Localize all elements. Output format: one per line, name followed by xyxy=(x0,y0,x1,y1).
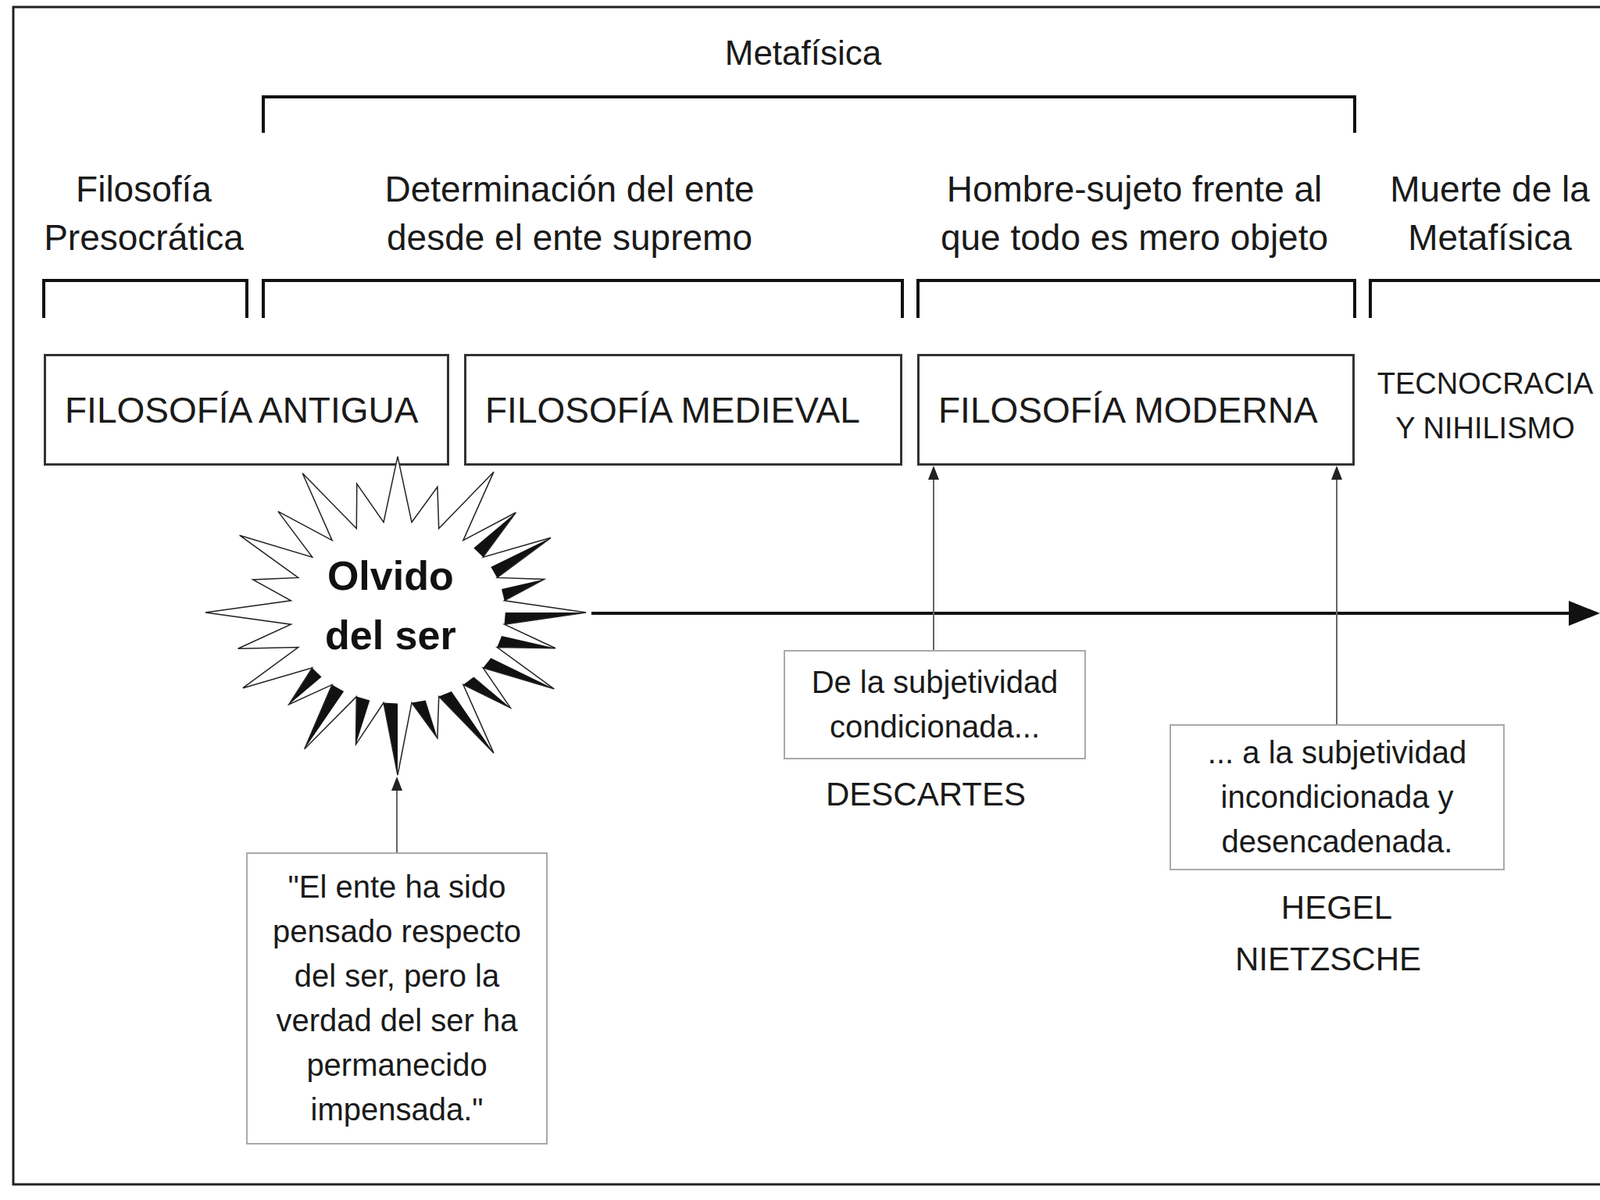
quote-box: "El ente ha sido pensado respecto del se… xyxy=(246,852,548,1145)
period-box: FILOSOFÍA MEDIEVAL xyxy=(464,353,903,466)
starburst-text: Olvido del ser xyxy=(300,546,481,665)
section-label: Metafísica xyxy=(646,32,960,74)
section-label: HEGEL xyxy=(1219,887,1454,929)
arrowhead xyxy=(1331,465,1343,480)
starburst-shade xyxy=(302,473,344,541)
starburst-fill xyxy=(205,456,586,775)
section-label: Hombre-sujeto frente al que todo es mero… xyxy=(923,164,1346,262)
timeline-arrowhead xyxy=(1568,600,1600,626)
starburst-shade xyxy=(356,696,371,745)
section-label: NIETZSCHE xyxy=(1210,939,1446,980)
section-label: TECNOCRACIA Y NIHILISMO xyxy=(1373,361,1597,451)
period-bracket xyxy=(43,280,247,318)
period-bracket xyxy=(917,280,1355,318)
starburst-shade xyxy=(238,635,299,649)
starburst-shade xyxy=(473,512,516,558)
connector-arrow xyxy=(391,776,403,853)
outer-frame xyxy=(13,7,1600,1185)
connector-line xyxy=(932,476,935,650)
node-text: FILOSOFÍA MEDIEVAL xyxy=(485,388,861,433)
period-bracket xyxy=(1370,280,1600,318)
section-label: Filosofía Presocrática xyxy=(34,164,254,262)
node-text: "El ente ha sido pensado respecto del se… xyxy=(266,864,529,1133)
connector-line xyxy=(396,787,398,853)
node-text: ... a la subjetividad incondicionada y d… xyxy=(1192,730,1483,865)
arrowhead xyxy=(928,465,940,480)
period-box: FILOSOFÍA ANTIGUA xyxy=(43,353,450,466)
timeline-arrow xyxy=(591,611,1572,615)
section-label: DESCARTES xyxy=(808,774,1043,815)
connector-arrow xyxy=(928,465,940,650)
starburst-shade xyxy=(356,483,370,529)
period-bracket xyxy=(263,280,903,318)
connector-line xyxy=(1335,476,1338,725)
note-box: ... a la subjetividad incondicionada y d… xyxy=(1169,724,1505,871)
section-label: Determinación del ente desde el ente sup… xyxy=(358,164,781,262)
starburst-shade xyxy=(496,635,556,649)
connector-arrow xyxy=(1331,465,1343,725)
node-text: FILOSOFÍA MODERNA xyxy=(938,388,1318,433)
period-box: FILOSOFÍA MODERNA xyxy=(917,353,1355,466)
node-text: FILOSOFÍA ANTIGUA xyxy=(64,388,418,433)
arrowhead xyxy=(391,776,403,791)
section-label: Muerte de la Metafísica xyxy=(1381,164,1599,262)
node-text: De la subjetividad condicionada... xyxy=(800,660,1070,750)
starburst-border xyxy=(205,456,586,775)
starburst-shade xyxy=(463,676,511,708)
starburst: Olvido del ser xyxy=(203,448,592,777)
note-box: De la subjetividad condicionada... xyxy=(783,650,1086,760)
metaphysics-bracket xyxy=(263,96,1355,133)
starburst-shade xyxy=(278,511,322,558)
